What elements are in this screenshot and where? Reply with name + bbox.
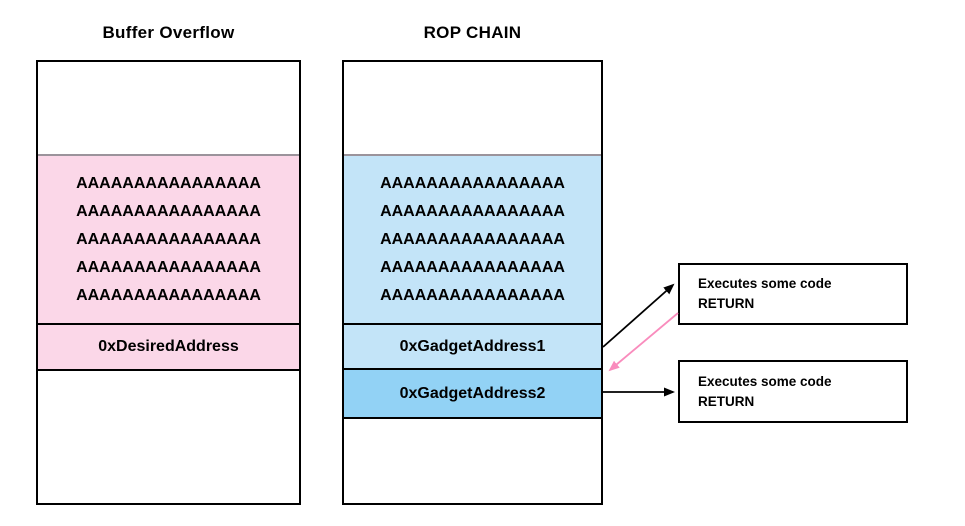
fill-row: AAAAAAAAAAAAAAAA (380, 287, 565, 304)
buffer-overflow-stack: AAAAAAAAAAAAAAAA AAAAAAAAAAAAAAAA AAAAAA… (36, 60, 301, 505)
rop-fill-section: AAAAAAAAAAAAAAAA AAAAAAAAAAAAAAAA AAAAAA… (344, 154, 601, 323)
gadget2-description-box: Executes some code RETURN (678, 360, 908, 423)
stack-empty-top (38, 62, 299, 154)
gadget1-description-box: Executes some code RETURN (678, 263, 908, 325)
stack-empty-bottom (344, 417, 601, 503)
gadget2-return-line: RETURN (698, 393, 755, 409)
stack-empty-bottom (38, 369, 299, 503)
gadget-address1-cell: 0xGadgetAddress1 (344, 323, 601, 368)
rop-chain-stack: AAAAAAAAAAAAAAAA AAAAAAAAAAAAAAAA AAAAAA… (342, 60, 603, 505)
fill-row: AAAAAAAAAAAAAAAA (76, 287, 261, 304)
buffer-overflow-title: Buffer Overflow (102, 23, 235, 42)
fill-row: AAAAAAAAAAAAAAAA (380, 203, 565, 220)
rop-chain-title: ROP CHAIN (423, 23, 522, 42)
fill-row: AAAAAAAAAAAAAAAA (76, 203, 261, 220)
gadget1-code-line: Executes some code (698, 276, 832, 292)
gadget2-code-line: Executes some code (698, 373, 832, 389)
gadget1-call-arrow (602, 283, 675, 348)
fill-row: AAAAAAAAAAAAAAAA (76, 175, 261, 192)
fill-row: AAAAAAAAAAAAAAAA (76, 231, 261, 248)
fill-row: AAAAAAAAAAAAAAAA (76, 259, 261, 276)
return-to-stack-arrow (608, 312, 679, 372)
overflow-fill-section: AAAAAAAAAAAAAAAA AAAAAAAAAAAAAAAA AAAAAA… (38, 154, 299, 323)
fill-row: AAAAAAAAAAAAAAAA (380, 175, 565, 192)
fill-row: AAAAAAAAAAAAAAAA (380, 259, 565, 276)
fill-row: AAAAAAAAAAAAAAAA (380, 231, 565, 248)
gadget1-return-line: RETURN (698, 296, 755, 311)
stack-empty-top (344, 62, 601, 154)
desired-address-cell: 0xDesiredAddress (38, 323, 299, 369)
gadget-address2-cell: 0xGadgetAddress2 (344, 368, 601, 417)
